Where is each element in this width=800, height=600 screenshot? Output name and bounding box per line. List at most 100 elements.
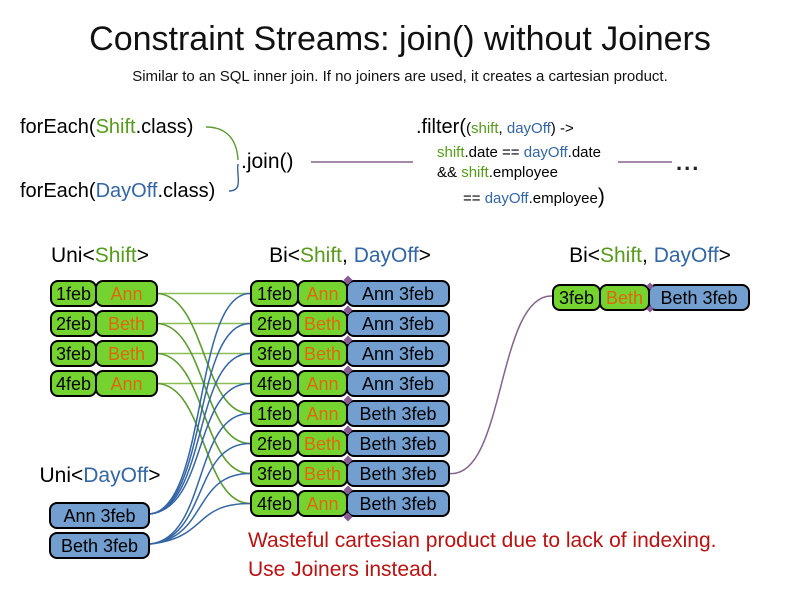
code-param-dayoff: dayOff (506, 120, 551, 137)
code-text: == (463, 190, 485, 207)
shift-employee: Ann (95, 280, 158, 307)
label-text: Uni< (50, 244, 95, 267)
bi-dayoff: Beth 3feb (346, 490, 450, 517)
code-shift-class: Shift (95, 116, 136, 138)
code-var-shift: shift (437, 144, 465, 161)
dayoff-label: Ann 3feb (49, 502, 150, 529)
shift-date: 1feb (50, 280, 97, 307)
label-text: , (342, 244, 354, 267)
label-shift: Shift (600, 244, 643, 267)
label-text: > (418, 244, 431, 267)
shift-join-curve (155, 292, 251, 415)
label-shift: Shift (94, 244, 137, 267)
code-ellipsis: ... (676, 150, 701, 175)
code-foreach-dayoff: forEach(DayOff.class) (20, 180, 215, 203)
label-dayoff: DayOff (83, 464, 149, 487)
label-text: > (136, 244, 150, 267)
dayoff-join-curve (149, 472, 251, 545)
shift-employee: Beth (95, 310, 158, 337)
shift-join-curve (155, 352, 251, 475)
code-text: .date (567, 144, 602, 161)
label-text: > (148, 464, 161, 487)
code-var-dayoff: dayOff (523, 144, 568, 161)
dayoff-join-curve (149, 352, 251, 515)
code-text: .employee (488, 164, 558, 181)
code-text: forEach( (20, 116, 96, 138)
code-dayoff-class: DayOff (95, 180, 158, 202)
warning-text: Wasteful cartesian product due to lack o… (248, 526, 716, 584)
code-var-dayoff: dayOff (484, 190, 529, 207)
bi-date: 3feb (250, 340, 299, 367)
bi-dayoff: Ann 3feb (346, 370, 450, 397)
bi-employee: Ann (297, 280, 348, 307)
code-join: .join() (241, 150, 294, 173)
bi-date: 1feb (250, 280, 299, 307)
page-title: Constraint Streams: join() without Joine… (89, 20, 711, 58)
code-text: ( (466, 120, 471, 137)
bi-date: 4feb (250, 490, 299, 517)
dayoff-join-curve (149, 502, 251, 545)
bi-employee: Ann (297, 490, 348, 517)
shift-date: 3feb (50, 340, 97, 367)
bi-dayoff: Beth 3feb (346, 400, 450, 427)
code-filter-line3: && shift.employee (437, 164, 558, 181)
label-dayoff: DayOff (353, 244, 419, 267)
label-text: , (642, 244, 654, 267)
code-filter-line1: .filter((shift, dayOff) -> (416, 116, 574, 139)
dayoff-join-curve (149, 412, 251, 545)
label-text: Bi< (269, 244, 300, 267)
warning-line-2: Use Joiners instead. (248, 558, 439, 581)
label-uni-shift: Uni<Shift> (30, 244, 170, 268)
dayoff-label: Beth 3feb (49, 532, 150, 559)
result-date: 3feb (552, 284, 601, 311)
result-employee: Beth (599, 284, 650, 311)
bi-employee: Beth (297, 310, 348, 337)
dayoff-row: Beth 3feb (49, 532, 150, 559)
bi-dayoff: Ann 3feb (346, 310, 450, 337)
bi-date: 2feb (250, 310, 299, 337)
bi-employee: Ann (297, 370, 348, 397)
label-text: Bi< (569, 244, 600, 267)
code-text: .class) (157, 180, 216, 202)
bi-date: 2feb (250, 430, 299, 457)
bi-date: 3feb (250, 460, 299, 487)
page-subtitle: Similar to an SQL inner join. If no join… (132, 68, 668, 85)
bi-dayoff: Ann 3feb (346, 340, 450, 367)
result-join-curve (449, 295, 553, 475)
code-filter-line4: == dayOff.employee) (463, 185, 605, 209)
code-text: .employee (528, 190, 598, 207)
dayoff-join-curve (149, 322, 251, 515)
shift-employee: Beth (95, 340, 158, 367)
bi-employee: Beth (297, 460, 348, 487)
code-foreach-shift: forEach(Shift.class) (20, 116, 193, 139)
dayoff-join-curve (149, 382, 251, 515)
bi-dayoff: Beth 3feb (346, 460, 450, 487)
code-text: forEach( (20, 180, 96, 202)
code-arrow: ) -> (550, 120, 574, 137)
result-dayoff: Beth 3feb (648, 284, 750, 311)
dayoff-join-curve (149, 292, 251, 515)
code-var-shift: shift (461, 164, 489, 181)
label-text: Uni< (39, 464, 84, 487)
label-text: > (718, 244, 731, 267)
label-uni-dayoff: Uni<DayOff> (30, 464, 170, 488)
warning-line-1: Wasteful cartesian product due to lack o… (248, 529, 717, 552)
label-bi-middle: Bi<Shift, DayOff> (250, 244, 450, 268)
code-close-paren: ) (597, 185, 605, 208)
bi-employee: Beth (297, 430, 348, 457)
bi-employee: Beth (297, 340, 348, 367)
shift-to-join-connector (205, 126, 239, 161)
bi-dayoff: Beth 3feb (346, 430, 450, 457)
label-shift: Shift (300, 244, 343, 267)
